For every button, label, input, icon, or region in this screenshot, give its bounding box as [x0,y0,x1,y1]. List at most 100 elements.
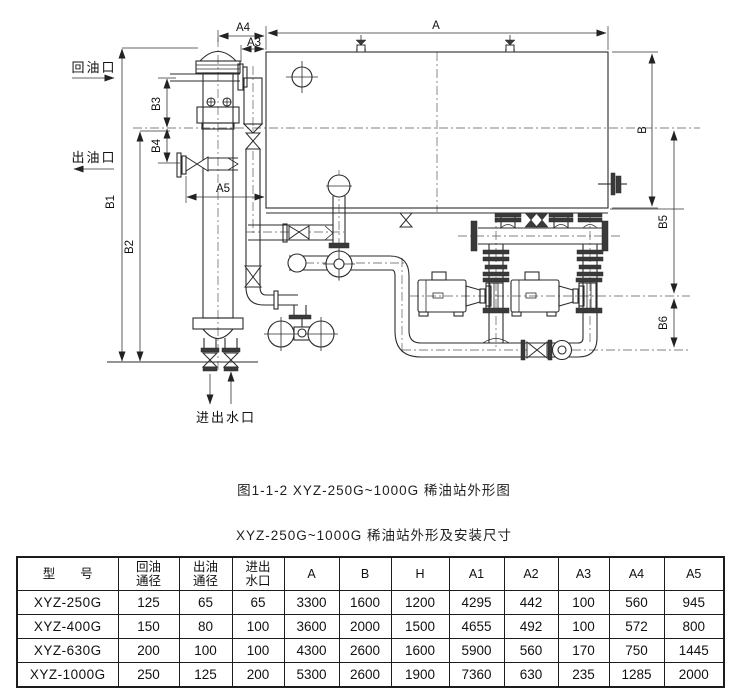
model-cell: XYZ-400G [16,614,119,639]
model-cell: XYZ-1000G [16,662,119,688]
value-cell: 65 [178,590,233,615]
dimensions: A A4 A3 A5 B B5 B6 B1 B2 B3 [105,20,678,363]
outlet-oil-port-label: 出油口 [71,150,116,165]
value-cell: 1200 [390,590,450,615]
oil-tank [265,35,684,228]
table-header-cell: A5 [663,556,725,591]
value-cell: 945 [663,590,725,615]
dim-label-B: B [637,126,649,134]
value-cell: 100 [231,614,285,639]
outline-drawing: A A4 A3 A5 B B5 B6 B1 B2 B3 [71,20,700,425]
value-cell: 4300 [283,638,340,663]
value-cell: 1600 [390,638,450,663]
value-cell: 100 [557,590,610,615]
value-cell: 5300 [283,662,340,688]
water-valve-icon [200,347,220,372]
table-header-cell: 出油通径 [178,556,233,591]
value-cell: 170 [557,638,610,663]
value-cell: 65 [231,590,285,615]
value-cell: 100 [557,614,610,639]
oil-filter [242,77,264,288]
value-cell: 100 [178,638,233,663]
table-title: XYZ-250G~1000G 稀油站外形及安装尺寸 [236,528,512,543]
value-cell: 1285 [608,662,665,688]
dim-label-B4: B4 [151,138,163,153]
port-labels: 回油口 出油口 进出水口 [71,60,256,425]
value-cell: 572 [608,614,665,639]
value-cell: 750 [608,638,665,663]
value-cell: 2000 [663,662,725,688]
tank-side-nozzle [598,172,627,196]
dim-label-A4: A4 [236,22,251,34]
value-cell: 442 [503,590,559,615]
vent-valve-icon [355,35,367,53]
value-cell: 2000 [338,614,392,639]
water-port-label: 进出水口 [196,410,256,425]
vent-valve-icon [504,35,516,53]
dim-label-B5: B5 [658,215,670,229]
value-cell: 125 [117,590,180,615]
table-header-cell: 进出水口 [231,556,285,591]
model-cell: XYZ-250G [16,590,119,615]
pump-unit-right [510,271,603,317]
value-cell: 2600 [338,638,392,663]
value-cell: 1445 [663,638,725,663]
table-header-cell: 型 号 [16,556,119,591]
bottom-run-valve [520,339,573,361]
dim-label-A3: A3 [247,37,261,49]
piping [243,174,609,361]
value-cell: 630 [503,662,559,688]
dim-label-B2: B2 [124,240,136,254]
table-header-cell: A2 [503,556,559,591]
value-cell: 3300 [283,590,340,615]
pump-unit-left [417,271,510,317]
dim-label-A: A [432,20,440,32]
value-cell: 125 [178,662,233,688]
value-cell: 200 [117,638,180,663]
dim-label-B1: B1 [105,195,117,209]
value-cell: 235 [557,662,610,688]
manifold [470,212,609,252]
water-valve-icon [221,347,241,372]
value-cell: 492 [503,614,559,639]
value-cell: 100 [231,638,285,663]
outlet-valve-icon [176,152,239,178]
value-cell: 200 [231,662,285,688]
return-oil-port-label: 回油口 [71,60,116,75]
table-header-cell: B [338,556,392,591]
table-header-cell: 回油通径 [117,556,180,591]
value-cell: 800 [663,614,725,639]
model-cell: XYZ-630G [16,638,119,663]
value-cell: 250 [117,662,180,688]
table-header-cell: A [283,556,340,591]
table-header-cell: A3 [557,556,610,591]
bolt-icon [222,97,232,107]
value-cell: 1900 [390,662,450,688]
value-cell: 5900 [448,638,505,663]
value-cell: 4295 [448,590,505,615]
pump-riser-left [482,244,510,343]
value-cell: 560 [608,590,665,615]
value-cell: 80 [178,614,233,639]
drain-valve-icon [398,212,414,228]
dim-label-B3: B3 [151,97,163,111]
value-cell: 1500 [390,614,450,639]
dim-label-A5: A5 [216,183,230,195]
handwheel-valve [323,248,355,280]
tank-hole [286,61,318,93]
value-cell: 7360 [448,662,505,688]
dim-label-B6: B6 [658,316,670,330]
suction-pipe [326,174,352,249]
value-cell: 560 [503,638,559,663]
bolt-icon [206,97,216,107]
centerlines [133,38,700,370]
value-cell: 4655 [448,614,505,639]
table-header-cell: H [390,556,450,591]
